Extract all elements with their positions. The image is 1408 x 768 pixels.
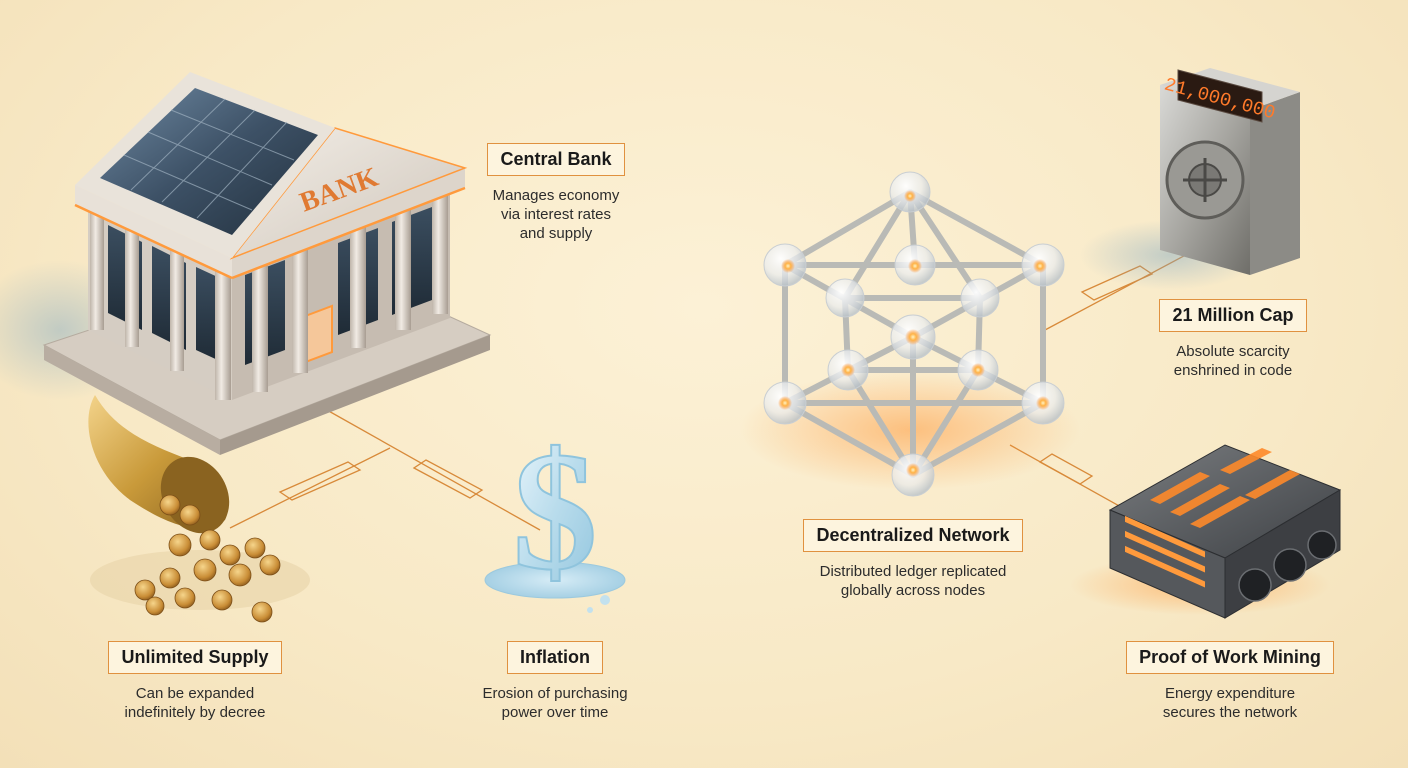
vault-side: [1250, 92, 1300, 275]
lattice-rods: [782, 189, 1046, 478]
callout-title: Unlimited Supply: [108, 641, 282, 674]
connector-bank-inflation: [317, 404, 541, 531]
callout-desc: Can be expanded indefinitely by decree: [124, 685, 266, 721]
connector-tag-supply: [278, 461, 362, 501]
melt-puddle: [484, 561, 626, 599]
callout-21-million-cap: 21 Million Cap Absolute scarcity enshrin…: [1138, 299, 1328, 380]
bank-entablature-front: [232, 168, 465, 278]
vault-counter-panel: [1177, 69, 1263, 123]
bank-glow-line-front: [231, 186, 466, 280]
bank-roof-glass: [100, 88, 318, 235]
callout-central-bank: Central Bank Manages economy via interes…: [466, 143, 646, 243]
melting-dollar-illustration: $: [484, 416, 626, 613]
bank-entablature-left: [75, 185, 232, 278]
mining-rig-illustration: [1070, 444, 1342, 619]
callout-title: Proof of Work Mining: [1126, 641, 1334, 674]
callout-title: Inflation: [507, 641, 603, 674]
cornucopia-illustration: [88, 395, 310, 623]
central-bank-illustration: BANK: [0, 72, 492, 455]
callout-desc: Manages economy via interest rates and s…: [492, 187, 620, 242]
callout-desc: Energy expenditure secures the network: [1162, 685, 1298, 721]
callout-desc: Erosion of purchasing power over time: [482, 685, 628, 721]
callout-title: Central Bank: [487, 143, 625, 176]
network-lattice-illustration: [740, 171, 1080, 497]
coin-pile: [134, 494, 281, 623]
callout-decentralized-network: Decentralized Network Distributed ledger…: [778, 519, 1048, 600]
miner-fans-icon: [1238, 530, 1337, 602]
bank-columns: [90, 196, 448, 400]
bank-stairs-front: [220, 335, 490, 455]
connector-tag-inflation: [412, 459, 484, 499]
miner-vents: [1125, 515, 1205, 588]
connector-bank-supply: [229, 447, 391, 529]
lattice-nodes: [763, 171, 1065, 497]
callout-inflation: Inflation Erosion of purchasing power ov…: [455, 641, 655, 722]
callout-title: Decentralized Network: [803, 519, 1023, 552]
vault-handle-icon: [1183, 158, 1227, 202]
callout-desc: Distributed ledger replicated globally a…: [819, 563, 1007, 599]
cornucopia-mouth: [160, 456, 230, 534]
vault-illustration: 21,000,000: [1080, 68, 1300, 290]
dollar-sign-icon: $: [513, 417, 598, 605]
bank-roof-grid: [123, 98, 295, 219]
miner-hash-boards: [1150, 448, 1300, 528]
callout-title: 21 Million Cap: [1159, 299, 1307, 332]
bank-stairs-side: [44, 345, 220, 455]
callout-proof-of-work: Proof of Work Mining Energy expenditure …: [1115, 641, 1345, 722]
callout-desc: Absolute scarcity enshrined in code: [1173, 343, 1293, 379]
bank-glow-line-left: [74, 203, 233, 280]
callout-unlimited-supply: Unlimited Supply Can be expanded indefin…: [90, 641, 300, 722]
